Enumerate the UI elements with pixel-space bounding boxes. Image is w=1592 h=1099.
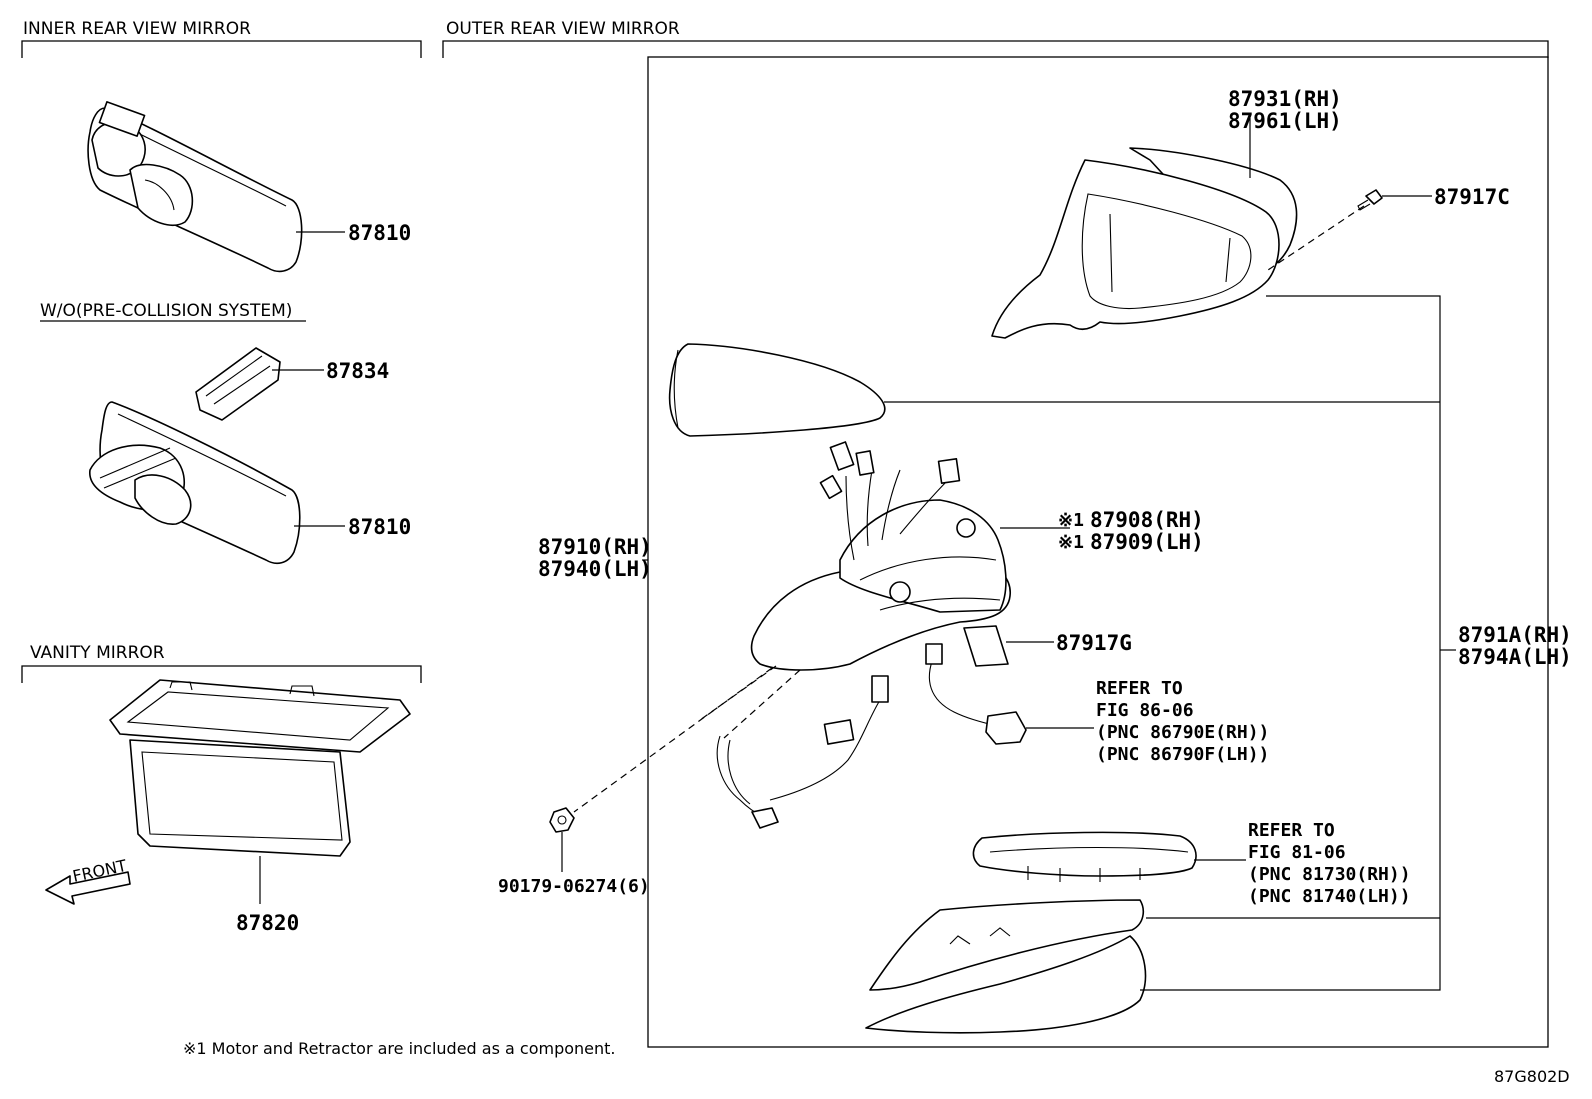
turn-signal-drawing [972, 831, 1197, 882]
part-87834: 87834 [326, 359, 389, 383]
pad-87917g-drawing [963, 625, 1009, 667]
footnote: ※1 Motor and Retractor are included as a… [183, 1039, 616, 1058]
inner-mirror-header: INNER REAR VIEW MIRROR [23, 19, 251, 39]
part-87908: 87908(RH) [1090, 508, 1204, 532]
outer-assembly-frame [647, 56, 1549, 1048]
wiring-harness-drawing [716, 675, 889, 829]
refer2-line1: REFER TO [1248, 820, 1335, 841]
vanity-mirror-drawing [109, 679, 411, 857]
part-8791a: 8791A(RH) [1458, 623, 1572, 647]
refer2-line4: (PNC 81740(LH)) [1248, 886, 1411, 907]
figure-code: 87G802D [1494, 1067, 1570, 1086]
part-87820: 87820 [236, 911, 299, 935]
front-arrow-icon [45, 871, 131, 905]
mark-87908: ※1 [1058, 510, 1084, 531]
wo-pcs-label: W/O(PRE-COLLISION SYSTEM) [40, 301, 292, 321]
part-87917c: 87917C [1434, 185, 1510, 209]
refer1-line1: REFER TO [1096, 678, 1183, 699]
dash-nut [573, 667, 773, 813]
lower-cover-drawing [865, 899, 1147, 1034]
part-87940: 87940(LH) [538, 557, 652, 581]
part-87909: 87909(LH) [1090, 530, 1204, 554]
screw-87917c-drawing [1357, 189, 1383, 211]
mirror-housing-drawing [991, 147, 1298, 339]
refer1-line4: (PNC 86790F(LH)) [1096, 744, 1269, 765]
assembly-leader-lines [884, 295, 1456, 991]
inner-mirror-2-drawing [89, 401, 301, 565]
part-87810-b: 87810 [348, 515, 411, 539]
sensor-cover-drawing [195, 347, 281, 421]
refer2-line3: (PNC 81730(RH)) [1248, 864, 1411, 885]
outer-mirror-header: OUTER REAR VIEW MIRROR [446, 19, 680, 39]
motor-retractor-drawing [750, 441, 1011, 671]
part-87810-a: 87810 [348, 221, 411, 245]
nut-90179-drawing [549, 807, 575, 833]
camera-harness-drawing [925, 643, 1027, 745]
refer1-line3: (PNC 86790E(RH)) [1096, 722, 1269, 743]
part-87931: 87931(RH) [1228, 87, 1342, 111]
mark-87909: ※1 [1058, 532, 1084, 553]
outer-mirror-bracket [442, 40, 1549, 58]
inner-mirror-drawing [87, 101, 303, 273]
vanity-mirror-header: VANITY MIRROR [30, 643, 165, 663]
part-87917g: 87917G [1056, 631, 1132, 655]
refer2-line2: FIG 81-06 [1248, 842, 1346, 863]
refer1-line2: FIG 86-06 [1096, 700, 1194, 721]
part-8794a: 8794A(LH) [1458, 645, 1572, 669]
dash-87917c [1267, 205, 1365, 271]
part-87961: 87961(LH) [1228, 109, 1342, 133]
inner-mirror-bracket [21, 40, 422, 58]
mirror-glass-drawing [668, 343, 886, 437]
part-87910: 87910(RH) [538, 535, 652, 559]
dash-harness-b [723, 669, 801, 739]
vanity-mirror-bracket [21, 665, 422, 683]
part-90179: 90179-06274(6) [498, 876, 650, 897]
